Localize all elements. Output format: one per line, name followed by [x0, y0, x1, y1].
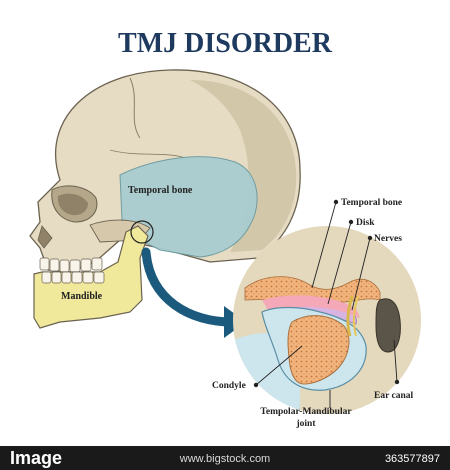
label-joint-line1: Tempolar-Mandibular — [260, 407, 352, 417]
label-nerves: Nerves — [374, 234, 402, 244]
watermark-brand: Image — [10, 448, 62, 468]
label-temporal-bone: Temporal bone — [128, 185, 193, 196]
diagram-title: TMJ DISORDER — [118, 28, 333, 59]
label-condyle: Condyle — [212, 381, 246, 391]
joint-highlight-circle — [130, 220, 154, 244]
leader-lines — [253, 199, 400, 408]
temporal-bone-region — [119, 156, 258, 258]
watermark-bar: Image www.bigstock.com 363577897 — [0, 446, 450, 470]
label-temporal-bone-detail: Temporal bone — [341, 198, 402, 208]
watermark-id: 363577897 — [385, 453, 440, 465]
watermark-url: www.bigstock.com — [179, 453, 270, 465]
label-joint-line2: joint — [296, 419, 317, 429]
label-ear-canal: Ear canal — [374, 391, 414, 401]
label-disk: Disk — [356, 218, 375, 228]
zoom-arrow — [141, 247, 237, 327]
skull-illustration — [29, 69, 301, 329]
label-mandible: Mandible — [61, 291, 103, 302]
